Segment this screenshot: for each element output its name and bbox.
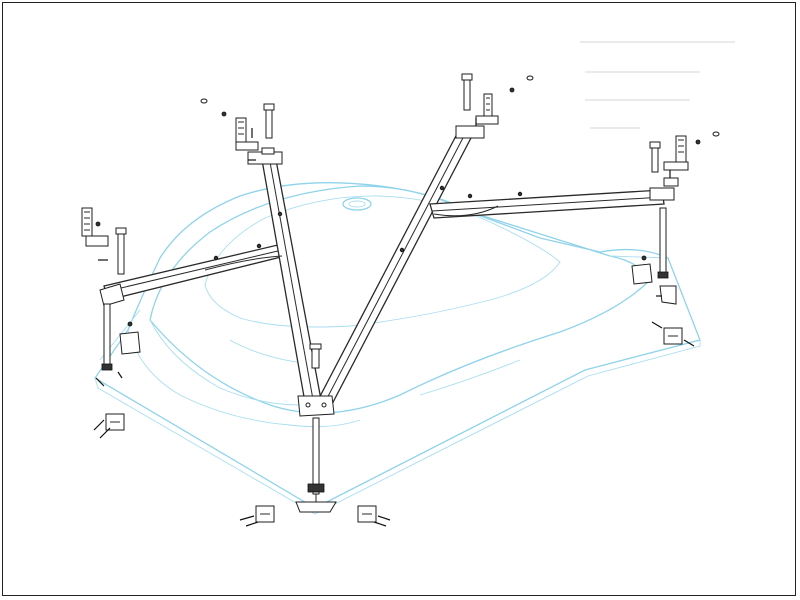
top-right-bracket xyxy=(649,131,720,201)
anchor-bottom-left xyxy=(239,505,275,527)
center-leg xyxy=(312,417,320,495)
left-support-block xyxy=(95,321,141,387)
right-leg xyxy=(657,207,669,279)
faint-guide-lines xyxy=(580,41,735,129)
anchor-bottom-right xyxy=(357,505,391,527)
top-left-bracket xyxy=(200,98,283,165)
right-support-block xyxy=(631,255,677,305)
bathtub-outline xyxy=(94,182,701,515)
anchor-right xyxy=(651,321,695,347)
bar-rivets xyxy=(213,185,523,261)
anchor-left xyxy=(93,413,125,439)
top-center-bracket xyxy=(455,73,534,139)
center-junction xyxy=(295,343,337,513)
left-leg xyxy=(101,303,113,371)
left-cross-bar xyxy=(103,243,286,301)
left-end-bracket xyxy=(81,207,127,307)
